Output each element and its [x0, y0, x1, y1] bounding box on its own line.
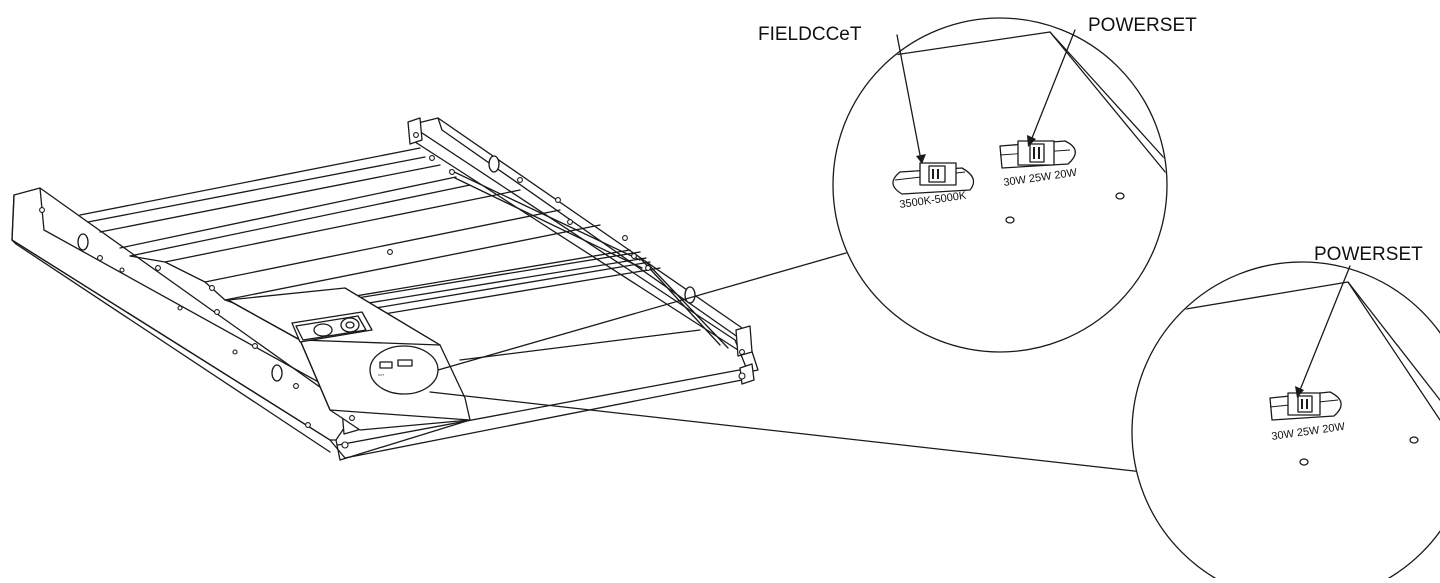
top-annotations: FIELDCCeT POWERSET [758, 15, 1197, 164]
fixture-holes [39, 132, 746, 449]
mini-label: CCT [378, 373, 384, 377]
callout-leaders [429, 252, 1144, 473]
detail-circle-top: 3500K-5000K 30W 25W 20W [832, 17, 1168, 353]
detail-circle-bottom: 30W 25W 20W [1131, 261, 1440, 583]
driver-box: CCT [227, 287, 471, 431]
bottom-annotations: POWERSET [1295, 244, 1423, 398]
fixture-frame [11, 117, 759, 461]
powerset-top-label: POWERSET [1088, 15, 1197, 36]
powerset-bottom-label: POWERSET [1314, 244, 1423, 265]
field-cct-label: FIELDCCeT [758, 24, 862, 45]
